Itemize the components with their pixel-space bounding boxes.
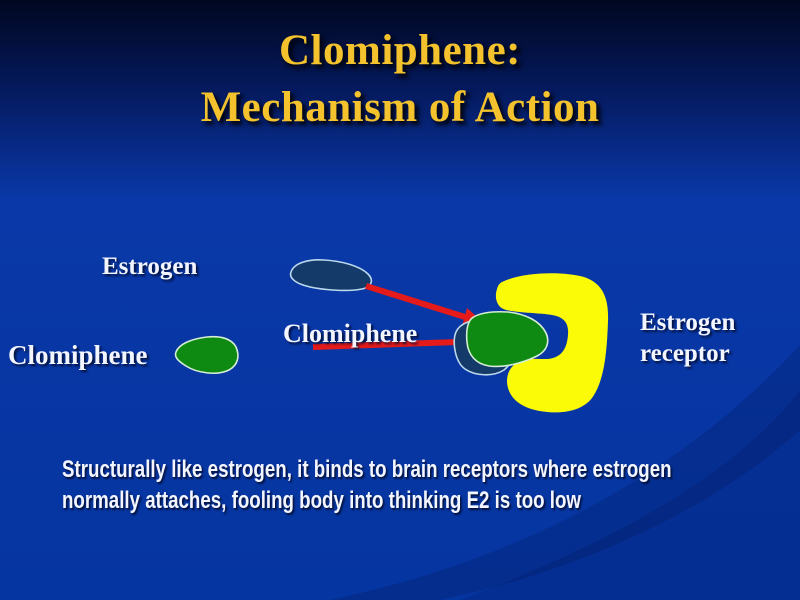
estrogen-receptor-label-line-1: Estrogen (640, 309, 736, 336)
clomiphene-free-label: Clomiphene (8, 340, 148, 370)
estrogen-receptor-label-line-2: receptor (640, 340, 730, 367)
caption-line-2: normally attaches, fooling body into thi… (62, 487, 581, 514)
clomiphene-free-shape (174, 335, 239, 375)
arrow-clomiphene-to-receptor (312, 339, 459, 350)
arrow-estrogen-line (365, 283, 466, 320)
slide-title: Clomiphene: Mechanism of Action (0, 22, 800, 136)
swoosh-curve-large (460, 390, 800, 600)
estrogen-label: Estrogen (102, 253, 198, 280)
estrogen-receptor-shape (495, 273, 609, 413)
receptor-bound-clomiphene-shape (465, 310, 549, 368)
caption-line-1: Structurally like estrogen, it binds to … (62, 456, 672, 483)
title-line-2: Mechanism of Action (200, 84, 600, 131)
title-line-1: Clomiphene: (279, 27, 521, 74)
estrogen-molecule-shape (289, 259, 373, 292)
swoosh-curve-small (330, 345, 800, 600)
caption: Structurally like estrogen, it binds to … (62, 454, 672, 516)
estrogen-receptor-label: Estrogen receptor (640, 307, 735, 369)
clomiphene-bound-label: Clomiphene (283, 319, 418, 348)
